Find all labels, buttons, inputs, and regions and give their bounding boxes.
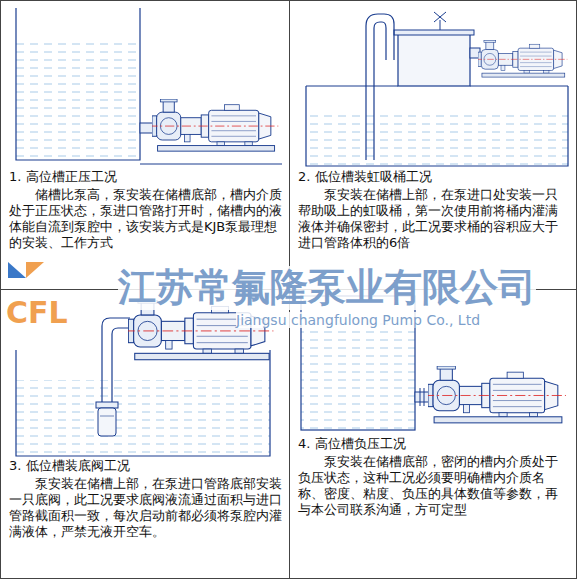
condition-panel: 3. 低位槽装底阀工况泵安装在储槽上部，在泵进口管路底部安装一只底阀，此工况要求…: [0, 289, 290, 579]
condition-panel: 2. 低位槽装虹吸桶工况泵安装在储槽上部，在泵进口处安装一只帮助吸上的虹吸桶，第…: [289, 0, 577, 290]
panel-description: 泵安装在储槽底部，密闭的槽内介质处于负压状态，这种工况必须要明确槽内介质名称、密…: [298, 454, 570, 518]
panel-heading: 3. 低位槽装底阀工况: [9, 458, 283, 474]
logo-text: CFL: [6, 296, 68, 331]
watermark-company: 江苏常氟隆泵业有限公司: [118, 266, 536, 310]
panel-text: 1. 高位槽正压工况储槽比泵高，泵安装在储槽底部，槽内介质处于正压状态，泵进口管…: [9, 169, 283, 251]
panel-description: 泵安装在储槽上部，在泵进口处安装一只帮助吸上的虹吸桶，第一次使用前将桶内灌满液体…: [298, 187, 570, 251]
panel-text: 4. 高位槽负压工况泵安装在储槽底部，密闭的槽内介质处于负压状态，这种工况必须要…: [298, 436, 570, 518]
panel-text: 3. 低位槽装底阀工况泵安装在储槽上部，在泵进口管路底部安装一只底阀，此工况要求…: [9, 458, 283, 540]
watermark-english: Jiangsu changfulong Pump Co., Ltd: [236, 312, 480, 328]
panel-text: 2. 低位槽装虹吸桶工况泵安装在储槽上部，在泵进口处安装一只帮助吸上的虹吸桶，第…: [298, 169, 570, 251]
panel-heading: 4. 高位槽负压工况: [298, 436, 570, 452]
condition-panel: 4. 高位槽负压工况泵安装在储槽底部，密闭的槽内介质处于负压状态，这种工况必须要…: [289, 289, 577, 579]
panel-heading: 1. 高位槽正压工况: [9, 169, 283, 185]
condition-panel: 1. 高位槽正压工况储槽比泵高，泵安装在储槽底部，槽内介质处于正压状态，泵进口管…: [0, 0, 290, 290]
panel-description: 储槽比泵高，泵安装在储槽底部，槽内介质处于正压状态，泵进口管路打开时，储槽内的液…: [9, 187, 283, 251]
panel-description: 泵安装在储槽上部，在泵进口管路底部安装一只底阀，此工况要求底阀液流通过面积与进口…: [9, 476, 283, 540]
panel-heading: 2. 低位槽装虹吸桶工况: [298, 169, 570, 185]
